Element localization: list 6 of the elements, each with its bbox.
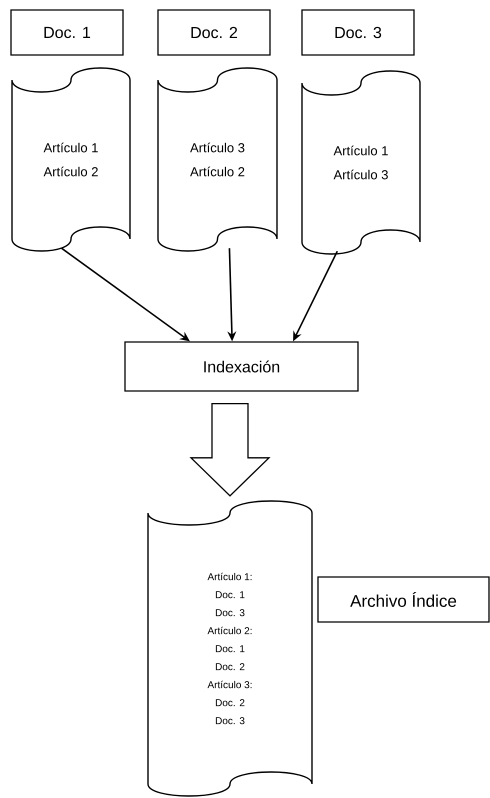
block-arrow <box>189 403 271 497</box>
process-box: Archivo Índice <box>317 576 490 623</box>
process-box: Doc. 2 <box>157 9 271 56</box>
process-box: Indexación <box>124 341 359 392</box>
process-box: Doc. 3 <box>301 9 415 56</box>
process-box: Doc. 1 <box>10 9 124 56</box>
